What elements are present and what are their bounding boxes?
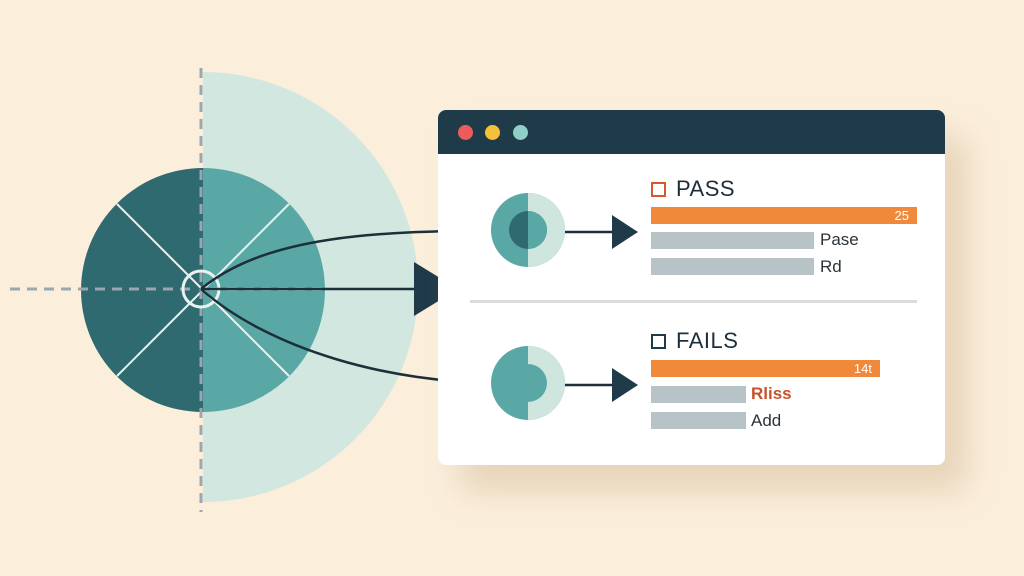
pass-checkbox[interactable] (651, 181, 666, 197)
minimize-dot-icon[interactable] (485, 125, 500, 140)
pass-row-label-1: Pase (820, 230, 859, 249)
fails-section-heading: FAILS (651, 328, 738, 354)
pie-left-half (81, 168, 203, 412)
fails-row-bar-2 (651, 412, 746, 429)
pass-row-bar-2 (651, 258, 814, 275)
pass-row-bar-1 (651, 232, 814, 249)
fails-heading-label: FAILS (676, 328, 739, 353)
fails-score-value: 14t (853, 361, 872, 376)
fails-score-bar: 14t (651, 360, 880, 377)
close-dot-icon[interactable] (458, 125, 473, 140)
fails-checkbox[interactable] (651, 333, 666, 349)
pass-score-bar: 25 (651, 207, 917, 224)
results-window: PASS 25 Pase Rd FAILS 14t Rliss Add (438, 110, 945, 465)
section-divider (470, 300, 917, 303)
fails-row-label-1: Rliss (751, 384, 792, 403)
pass-heading-label: PASS (676, 176, 736, 201)
big-arrow-icon (414, 262, 458, 316)
maximize-dot-icon[interactable] (513, 125, 528, 140)
pass-row-label-2: Rd (820, 257, 842, 276)
pass-section-heading: PASS (651, 176, 735, 202)
fails-row-label-2: Add (751, 411, 782, 430)
window-titlebar (438, 110, 945, 154)
pass-score-value: 25 (894, 208, 909, 223)
fails-row-bar-1 (651, 386, 746, 403)
